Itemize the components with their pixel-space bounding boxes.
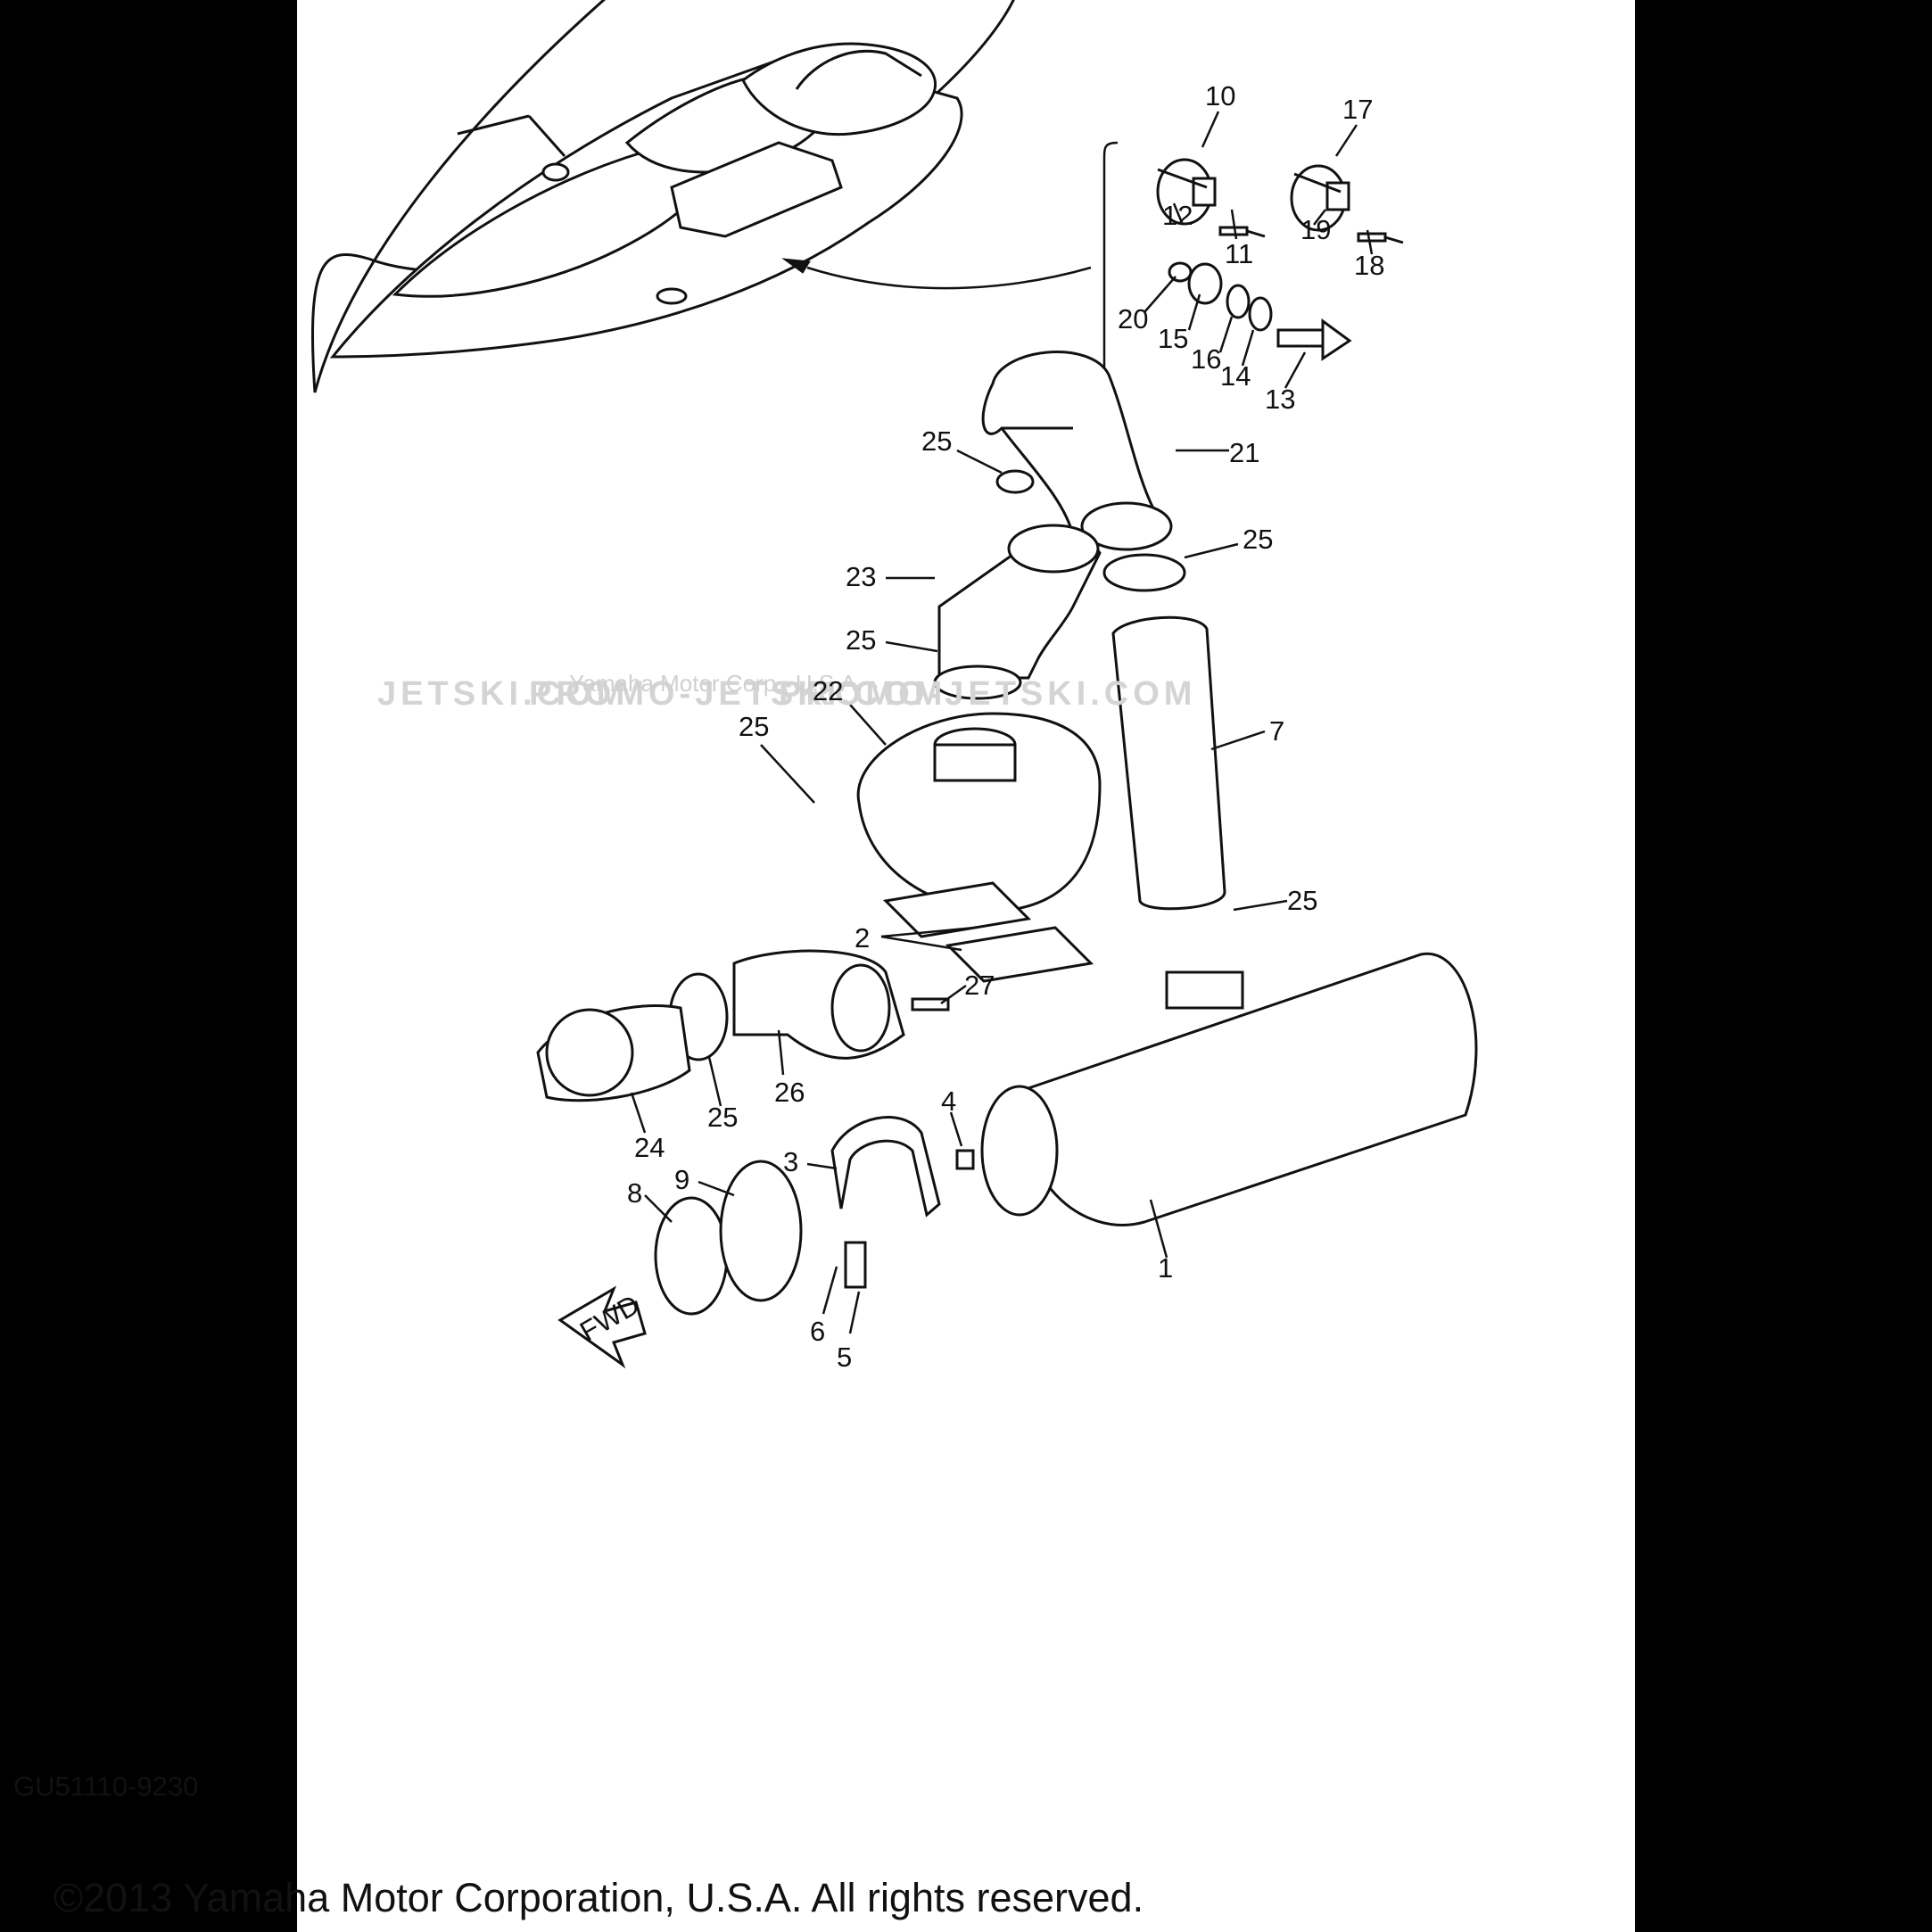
bracket-5	[844, 1241, 867, 1289]
callout-18: 18	[1354, 250, 1384, 281]
clamp-25-upper	[933, 469, 1186, 700]
pipe-24	[536, 1004, 691, 1102]
grommet-9	[719, 1160, 803, 1302]
callout-27: 27	[964, 970, 995, 1001]
elbow-pipe-21	[981, 351, 1173, 551]
callout-labels: 10 12 11 17 19 18 20 15 16 14 13 21 25 2…	[627, 80, 1384, 1373]
rivet-11	[1218, 226, 1266, 238]
overview-arrow	[806, 266, 1092, 290]
band-3	[830, 1116, 941, 1218]
watermark-small: Yamaha Motor Corp., U.S.A.	[569, 670, 863, 697]
hose-clamp-10	[1156, 158, 1217, 226]
elbow-26	[732, 949, 905, 1060]
callout-19: 19	[1300, 214, 1331, 245]
water-lock-22	[856, 712, 1102, 912]
hose-clamp-17	[1290, 164, 1350, 232]
callout-23: 23	[846, 561, 876, 592]
callout-17: 17	[1342, 94, 1373, 125]
callout-2: 2	[855, 922, 870, 954]
callout-8: 8	[627, 1177, 642, 1209]
fwd-arrow: FWD	[557, 1285, 647, 1369]
callout-12: 12	[1162, 200, 1193, 231]
callout-9: 9	[674, 1164, 689, 1195]
copyright-notice: ©2013 Yamaha Motor Corporation, U.S.A. A…	[54, 1875, 1144, 1920]
drain-fitting-13	[1276, 318, 1352, 361]
diagram-sheet: FWD JETSKI.COM	[297, 0, 1635, 1932]
watercraft-overview	[311, 0, 1015, 393]
callout-25-c: 25	[846, 624, 876, 656]
leader-lines	[630, 111, 1374, 1334]
callout-22: 22	[813, 675, 843, 706]
callout-26: 26	[774, 1077, 805, 1108]
callout-6: 6	[810, 1316, 825, 1347]
diagram-code: GU51110-9230	[13, 1771, 199, 1802]
callout-10: 10	[1205, 80, 1235, 111]
callout-16: 16	[1191, 343, 1221, 375]
callout-11: 11	[1225, 238, 1253, 269]
watermark-mid: PROMO-JETSKI.COM	[529, 675, 946, 713]
callout-3: 3	[783, 1146, 798, 1177]
rivet-18	[1357, 232, 1404, 244]
callout-25-e: 25	[1287, 885, 1317, 916]
callout-4: 4	[941, 1086, 956, 1117]
callout-7: 7	[1269, 715, 1284, 747]
long-pipe-7	[1111, 615, 1226, 911]
bolt-4	[955, 1149, 975, 1170]
washer-16	[1226, 284, 1251, 319]
callout-25-b: 25	[1243, 524, 1273, 555]
callout-20: 20	[1118, 303, 1148, 334]
muffler-1	[980, 952, 1478, 1226]
nut-15	[1187, 262, 1223, 305]
sheet-2	[882, 881, 1094, 983]
bolt-27	[911, 997, 950, 1011]
callout-13: 13	[1265, 384, 1295, 415]
callout-15: 15	[1158, 323, 1188, 354]
washer-14	[1248, 296, 1273, 332]
callout-1: 1	[1158, 1252, 1173, 1284]
callout-24: 24	[634, 1132, 665, 1163]
exploded-parts-diagram: FWD JETSKI.COM	[311, 0, 1478, 1373]
callout-25-f: 25	[707, 1102, 738, 1133]
callout-25-d: 25	[739, 711, 769, 742]
callout-5: 5	[837, 1342, 852, 1373]
callout-25-a: 25	[921, 425, 952, 457]
callout-21: 21	[1229, 437, 1259, 468]
watermark-left: JETSKI.COM	[377, 675, 629, 713]
callout-14: 14	[1220, 360, 1251, 392]
watermark-right: PROMO-JETSKI.COM	[779, 675, 1196, 713]
elbow-pipe-23	[937, 524, 1102, 680]
